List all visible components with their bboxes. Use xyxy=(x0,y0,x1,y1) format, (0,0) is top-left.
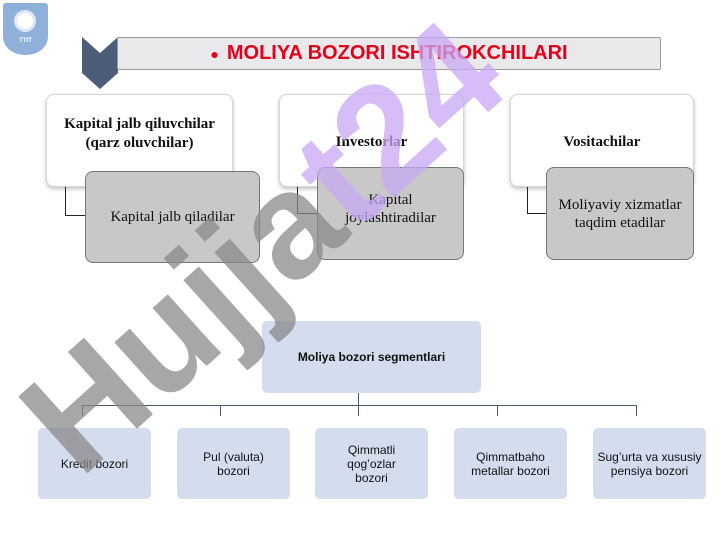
segment-box: Kredit bozori xyxy=(38,428,151,499)
participant-desc-investors: Kapital joylashtiradilar xyxy=(317,167,464,260)
participant-desc-borrowers: Kapital jalb qiladilar xyxy=(85,171,260,263)
connector xyxy=(527,186,549,214)
segment-box: Pul (valuta) bozori xyxy=(177,428,290,499)
slide-title: ●MOLIYA BOZORI ISHTIROKCHILARI xyxy=(117,37,661,70)
connector xyxy=(358,405,359,416)
connector xyxy=(636,405,637,416)
connector xyxy=(497,405,498,416)
segment-box: Qimmatbaho metallar bozori xyxy=(454,428,567,499)
participant-box-investors: Investorlar xyxy=(279,94,464,187)
connector xyxy=(65,186,87,216)
segments-root-box: Moliya bozori segmentlari xyxy=(262,321,481,393)
university-logo: TTIT xyxy=(3,3,48,55)
connector xyxy=(82,405,83,416)
connector xyxy=(82,405,637,406)
participant-desc-intermediaries: Moliyaviy xizmatlar taqdim etadilar xyxy=(546,167,694,260)
chevron-down-icon xyxy=(82,37,118,89)
connector xyxy=(358,393,359,405)
connector xyxy=(220,405,221,416)
segment-box: Sug’urta va xususiy pensiya bozori xyxy=(593,428,706,499)
connector xyxy=(297,186,319,214)
segment-box: Qimmatli qog’ozlar bozori xyxy=(315,428,428,499)
